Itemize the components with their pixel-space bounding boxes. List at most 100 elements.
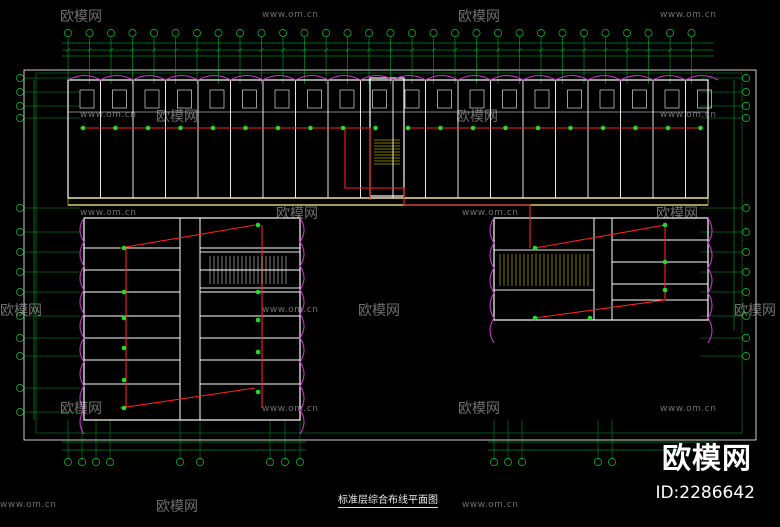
dimension-tick	[689, 47, 694, 53]
network-outlet	[255, 349, 261, 355]
axis-bubble	[558, 29, 567, 37]
axis-bubble	[257, 29, 266, 37]
bathroom-box	[112, 89, 127, 109]
network-outlet	[121, 315, 127, 321]
dimension-tick	[280, 47, 286, 53]
bathroom-box	[502, 89, 517, 109]
axis-bubble	[601, 29, 610, 37]
dimension-tick	[366, 47, 372, 53]
dimension-tick	[216, 47, 221, 53]
dimension-lines	[33, 42, 735, 451]
axis-bubble	[742, 288, 750, 296]
bathroom-box	[177, 89, 192, 109]
axis-bubble	[343, 29, 352, 37]
network-outlet	[308, 125, 313, 131]
network-outlet	[255, 317, 261, 323]
dimension-tick	[345, 47, 350, 53]
left-curtain-wall	[79, 217, 85, 435]
axis-bubble	[279, 29, 287, 37]
axis-bubble	[504, 458, 512, 466]
bathroom-box	[79, 89, 95, 109]
axis-bubble	[408, 29, 416, 37]
network-outlet	[80, 125, 86, 131]
dimension-tick	[409, 47, 415, 53]
axis-bubble	[666, 29, 674, 37]
axis-bubble	[687, 29, 696, 37]
dimension-tick	[108, 47, 114, 53]
network-outlet	[121, 405, 127, 411]
network-outlet	[535, 125, 541, 131]
dimension-tick	[173, 47, 178, 53]
network-outlet	[121, 245, 127, 251]
network-outlet	[662, 222, 668, 228]
network-outlet	[178, 125, 183, 131]
main-block-outline	[67, 79, 709, 199]
right-outer-curtain-wall	[707, 217, 713, 344]
dimension-tick	[302, 47, 307, 53]
network-outlet	[665, 125, 671, 131]
axis-bubble	[16, 352, 24, 360]
axis-bubble	[742, 102, 750, 110]
drawing-title: 标准层综合布线平面图	[338, 491, 438, 508]
dimension-tick	[431, 47, 436, 53]
top-curtain-wall	[67, 74, 719, 81]
axis-bubble	[16, 114, 24, 122]
curtain-walls	[67, 74, 719, 435]
dimension-tick	[646, 47, 651, 53]
dimension-tick	[259, 47, 264, 53]
bathroom-box	[567, 89, 582, 109]
dimension-tick	[667, 47, 673, 53]
bathroom-box	[274, 89, 290, 109]
network-outlet	[275, 125, 281, 131]
axis-bubble	[515, 29, 524, 37]
axis-bubble	[85, 29, 94, 37]
axis-bubbles	[16, 29, 750, 466]
axis-bubble	[742, 88, 750, 96]
bathroom-box	[664, 89, 680, 109]
dimension-tick	[560, 47, 565, 53]
network-outlet	[405, 125, 411, 131]
axis-bubble	[296, 458, 304, 466]
axis-bubble	[742, 114, 750, 122]
network-outlet	[600, 125, 606, 131]
axis-bubble	[16, 268, 24, 276]
dimension-tick	[65, 47, 71, 53]
network-outlet	[503, 125, 508, 131]
axis-bubble	[742, 248, 750, 256]
dimension-tick	[87, 47, 92, 53]
dimension-tick	[323, 47, 329, 53]
axis-grid	[24, 38, 742, 458]
axis-bubble	[16, 384, 24, 392]
axis-bubble	[92, 458, 100, 466]
right-curtain-wall	[489, 217, 495, 344]
axis-bubble	[16, 248, 24, 256]
axis-bubble	[518, 458, 526, 466]
network-outlet	[113, 125, 118, 131]
bathroom-box	[632, 89, 647, 109]
axis-bubble	[537, 29, 545, 37]
axis-bubble	[742, 268, 750, 276]
axis-bubble	[742, 74, 750, 82]
axis-bubble	[742, 228, 750, 236]
brand-logo: 欧模网	[661, 441, 752, 475]
bathroom-box	[599, 89, 615, 109]
axis-bubble	[236, 29, 244, 37]
axis-bubble	[16, 334, 24, 342]
id-label: ID:2286642	[655, 483, 755, 503]
cable-route	[344, 128, 531, 248]
network-outlet	[121, 289, 127, 295]
network-outlet	[470, 125, 476, 131]
axis-bubble	[64, 29, 72, 37]
bathroom-box	[209, 89, 225, 109]
left-stair-box	[199, 251, 301, 289]
axis-bubble	[16, 312, 24, 320]
network-outlet	[373, 125, 378, 131]
network-outlet	[532, 315, 538, 321]
axis-bubble	[16, 88, 24, 96]
bathroom-box	[372, 89, 387, 109]
axis-bubble	[16, 288, 24, 296]
bathroom-box	[339, 89, 355, 109]
axis-bubble	[214, 29, 223, 37]
axis-bubble	[742, 334, 750, 342]
